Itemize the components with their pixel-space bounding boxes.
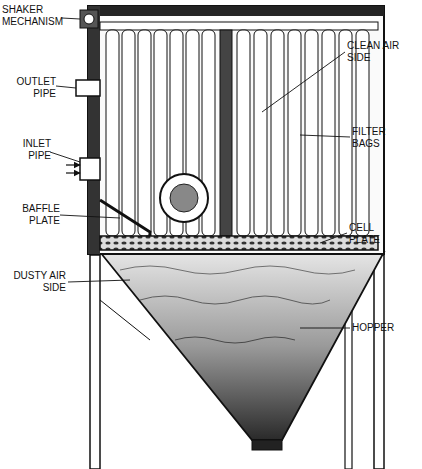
flow-arrow — [66, 172, 80, 173]
part-label: INLET PIPE — [6, 138, 51, 162]
bag-section-inset — [160, 174, 208, 222]
cell-plate — [100, 236, 378, 250]
shaker-wheel — [84, 14, 94, 24]
flow-arrow — [66, 164, 80, 165]
dust-texture — [140, 296, 330, 304]
inlet-pipe — [80, 158, 100, 180]
support-leg — [345, 300, 352, 469]
roof — [88, 6, 384, 16]
part-label: DUSTY AIR SIDE — [4, 270, 66, 294]
support-leg — [90, 255, 100, 469]
shaker-mechanism — [80, 10, 98, 28]
outlet-pipe — [76, 80, 100, 96]
part-label: SHAKER MECHANISM — [2, 4, 72, 28]
part-label: HOPPER — [352, 322, 412, 334]
part-label: OUTLET PIPE — [6, 76, 56, 100]
dust-texture — [175, 337, 295, 343]
support-leg — [374, 255, 384, 469]
dust-cake — [170, 184, 198, 212]
part-label: CLEAN AIR SIDE — [347, 40, 409, 64]
housing — [88, 6, 384, 254]
leader-lines — [50, 18, 350, 328]
filter-bag-group — [106, 30, 215, 236]
part-label: FILTER BAGS — [352, 126, 400, 150]
hopper — [100, 252, 384, 440]
part-label: BAFFLE PLATE — [6, 203, 60, 227]
dust-texture — [120, 266, 355, 274]
bag-hanger-rail — [100, 22, 378, 30]
hopper-outlet — [252, 440, 282, 450]
brace — [100, 300, 150, 340]
part-label: CELL PLATE — [349, 222, 394, 246]
divider — [220, 30, 232, 236]
